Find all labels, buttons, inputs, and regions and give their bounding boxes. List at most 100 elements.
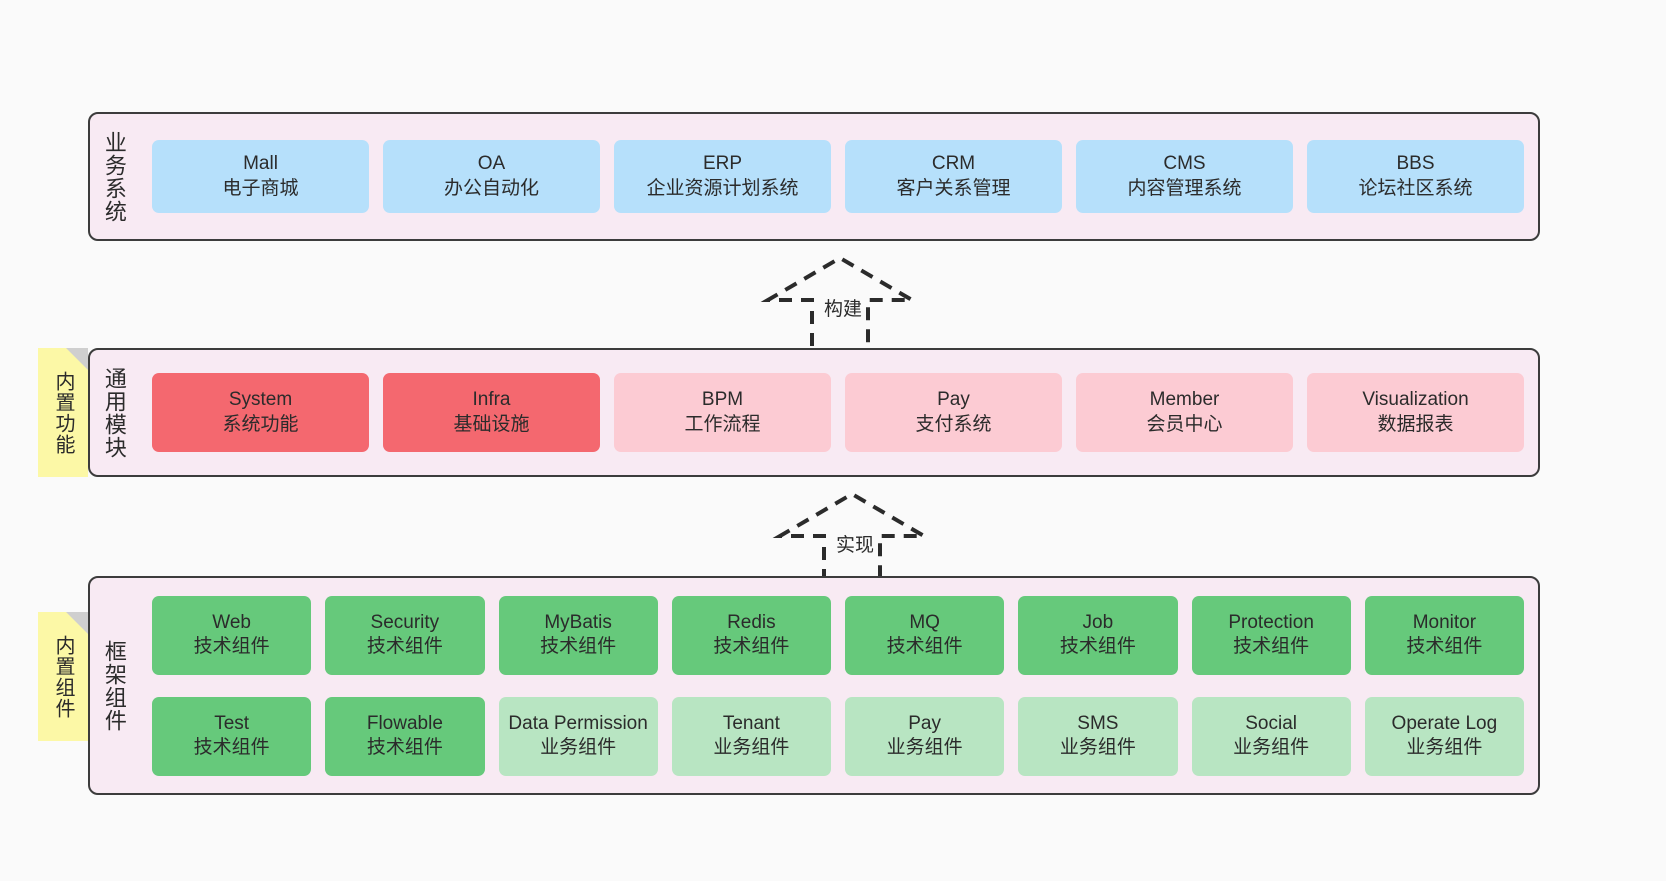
card-mybatis-en: MyBatis [544,611,612,633]
card-erp-cn: 企业资源计划系统 [646,177,799,199]
card-infra[interactable]: Infra 基础设施 [383,373,600,452]
card-data-permission[interactable]: Data Permission 业务组件 [498,696,658,776]
card-flowable[interactable]: Flowable 技术组件 [325,696,485,776]
card-security-en: Security [370,611,440,633]
layer-framework-components-label: 框架组件 [101,639,127,732]
card-cms[interactable]: CMS 内容管理系统 [1076,140,1293,213]
card-redis-cn: 技术组件 [713,636,790,657]
card-monitor-cn: 技术组件 [1406,636,1483,657]
card-pay-component[interactable]: Pay 业务组件 [845,696,1005,776]
card-social[interactable]: Social 业务组件 [1191,696,1351,776]
card-monitor[interactable]: Monitor 技术组件 [1364,595,1524,675]
sticky-fold-icon [66,348,88,370]
card-social-en: Social [1245,712,1297,734]
layer-framework-components: 框架组件 Web 技术组件 Security 技术组件 MyBatis 技术组件… [88,576,1540,795]
layer-business-systems-body: Mall 电子商城 OA 办公自动化 ERP 企业资源计划系统 CRM 客户关系… [138,114,1538,239]
card-operate-log[interactable]: Operate Log 业务组件 [1364,696,1524,776]
layer-common-modules-label: 通用模块 [101,366,127,459]
framework-row-biz: Test 技术组件 Flowable 技术组件 Data Permission … [152,696,1524,776]
card-tenant-en: Tenant [722,712,780,734]
card-mall-cn: 电子商城 [222,177,299,199]
card-oa-cn: 办公自动化 [443,177,539,199]
card-system-en: System [228,389,293,411]
card-member-cn: 会员中心 [1146,413,1223,435]
card-cms-en: CMS [1163,153,1206,175]
card-web[interactable]: Web 技术组件 [152,595,312,675]
card-monitor-en: Monitor [1412,611,1477,633]
card-bpm-en: BPM [701,389,744,411]
card-member[interactable]: Member 会员中心 [1076,373,1293,452]
card-bpm[interactable]: BPM 工作流程 [614,373,831,452]
card-erp[interactable]: ERP 企业资源计划系统 [614,140,831,213]
card-pay-component-en: Pay [908,712,941,734]
card-operate-log-cn: 业务组件 [1406,737,1483,758]
framework-row-tech: Web 技术组件 Security 技术组件 MyBatis 技术组件 Redi… [152,595,1524,675]
card-test-cn: 技术组件 [193,737,270,758]
card-member-en: Member [1149,389,1220,411]
card-bbs-cn: 论坛社区系统 [1358,177,1473,199]
card-job[interactable]: Job 技术组件 [1018,595,1178,675]
card-pay-component-cn: 业务组件 [886,737,963,758]
business-systems-row: Mall 电子商城 OA 办公自动化 ERP 企业资源计划系统 CRM 客户关系… [152,140,1524,213]
sticky-fold-icon [66,612,88,634]
card-security[interactable]: Security 技术组件 [325,595,485,675]
card-redis-en: Redis [727,611,776,633]
card-mq-cn: 技术组件 [886,636,963,657]
card-system[interactable]: System 系统功能 [152,373,369,452]
card-pay-module[interactable]: Pay 支付系统 [845,373,1062,452]
arrow-build-glyph [760,255,920,346]
card-flowable-cn: 技术组件 [366,737,443,758]
card-pay-module-en: Pay [937,389,970,411]
card-bbs[interactable]: BBS 论坛社区系统 [1307,140,1524,213]
layer-framework-components-body: Web 技术组件 Security 技术组件 MyBatis 技术组件 Redi… [138,578,1538,793]
card-system-cn: 系统功能 [222,413,299,435]
common-modules-row: System 系统功能 Infra 基础设施 BPM 工作流程 Pay 支付系统… [152,373,1524,452]
card-protection[interactable]: Protection 技术组件 [1191,595,1351,675]
card-pay-module-cn: 支付系统 [915,413,992,435]
card-mq[interactable]: MQ 技术组件 [845,595,1005,675]
layer-business-systems: 业务系统 Mall 电子商城 OA 办公自动化 ERP 企业资源计划系统 CRM… [88,112,1540,241]
card-test-en: Test [214,712,250,734]
card-mq-en: MQ [909,611,940,633]
card-sms[interactable]: SMS 业务组件 [1018,696,1178,776]
card-tenant-cn: 业务组件 [713,737,790,758]
card-sms-cn: 业务组件 [1059,737,1136,758]
card-test[interactable]: Test 技术组件 [152,696,312,776]
card-oa[interactable]: OA 办公自动化 [383,140,600,213]
card-crm-cn: 客户关系管理 [896,177,1011,199]
card-web-cn: 技术组件 [193,636,270,657]
card-social-cn: 业务组件 [1233,737,1310,758]
card-mall[interactable]: Mall 电子商城 [152,140,369,213]
card-erp-en: ERP [702,153,743,175]
card-crm-en: CRM [931,153,976,175]
card-infra-cn: 基础设施 [453,413,530,435]
card-visualization[interactable]: Visualization 数据报表 [1307,373,1524,452]
sticky-builtin-components: 内置组件 [38,612,88,741]
card-flowable-en: Flowable [366,712,443,734]
card-tenant[interactable]: Tenant 业务组件 [671,696,831,776]
card-web-en: Web [212,611,251,633]
arrow-build: 构建 [760,252,920,346]
layer-common-modules: 通用模块 System 系统功能 Infra 基础设施 BPM 工作流程 Pay… [88,348,1540,477]
card-protection-cn: 技术组件 [1233,636,1310,657]
card-bbs-en: BBS [1396,153,1435,175]
card-cms-cn: 内容管理系统 [1127,177,1242,199]
card-security-cn: 技术组件 [366,636,443,657]
card-data-permission-en: Data Permission [508,712,648,734]
arrow-implement: 实现 [772,488,932,582]
card-mybatis-cn: 技术组件 [540,636,617,657]
card-job-en: Job [1082,611,1114,633]
layer-business-systems-label: 业务系统 [101,130,127,223]
arrow-implement-label: 实现 [834,530,877,557]
card-mybatis[interactable]: MyBatis 技术组件 [498,595,658,675]
card-protection-en: Protection [1228,611,1314,633]
arrow-build-label: 构建 [822,294,865,321]
card-redis[interactable]: Redis 技术组件 [671,595,831,675]
card-operate-log-en: Operate Log [1391,712,1498,734]
card-mall-en: Mall [243,153,278,175]
sticky-builtin-features-label: 内置功能 [52,370,74,455]
card-crm[interactable]: CRM 客户关系管理 [845,140,1062,213]
card-bpm-cn: 工作流程 [684,413,761,435]
arrow-implement-glyph [772,491,932,582]
